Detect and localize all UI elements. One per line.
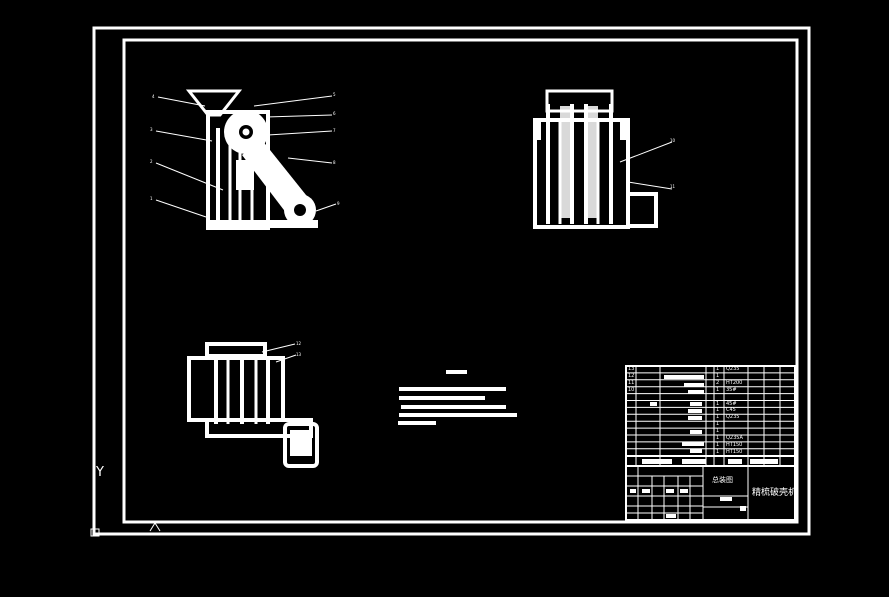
balloon-6: 6 — [333, 111, 336, 116]
tech-req-line — [399, 413, 517, 417]
title-block — [625, 465, 796, 521]
parts-list-cell-qty: 1 — [716, 441, 720, 448]
parts-list-cell-qty: 1 — [716, 372, 720, 379]
balloon-2: 2 — [150, 159, 153, 164]
balloon-7: 7 — [333, 128, 336, 133]
parts-list-cell-qty: 1 — [716, 407, 720, 414]
parts-list-cell-material: HT150 — [726, 441, 743, 448]
parts-list-table — [625, 365, 796, 467]
technical-requirements — [398, 370, 517, 425]
tech-req-line — [399, 387, 506, 391]
balloon-9: 9 — [337, 201, 340, 206]
balloon-8: 8 — [333, 160, 336, 165]
tech-req-line — [399, 396, 485, 400]
parts-list-cell-material: Q235 — [726, 414, 740, 421]
balloon-10: 10 — [670, 138, 676, 143]
parts-list-cell-qty: 1 — [716, 435, 720, 441]
parts-list-cell-no: 12 — [628, 372, 635, 379]
parts-list-cell-qty: 1 — [716, 421, 720, 428]
title-block-fill — [630, 489, 746, 518]
balloon-5: 5 — [333, 92, 336, 97]
parts-list-cell-qty: 1 — [716, 414, 720, 421]
parts-list-cell-material: 35# — [726, 386, 737, 393]
front-view — [185, 89, 318, 230]
front-view-leaders — [155, 95, 337, 218]
parts-list-cell-qty: 1 — [716, 428, 720, 435]
balloon-4: 4 — [152, 94, 155, 99]
parts-list-cell-no: 13 — [628, 366, 635, 372]
parts-list-fill — [642, 375, 778, 464]
outer-border — [92, 26, 811, 536]
view-label: 总装图 — [712, 476, 733, 484]
parts-list-cell-qty: 2 — [716, 379, 720, 386]
side-view — [533, 89, 658, 229]
balloon-11: 11 — [670, 184, 676, 189]
parts-list-cell-material: HT200 — [726, 379, 743, 386]
balloon-13: 13 — [296, 352, 302, 357]
ucs-y-label: Y — [96, 465, 104, 480]
tech-req-line — [401, 405, 506, 409]
parts-list-cell-qty: 1 — [716, 448, 720, 455]
plan-view — [187, 342, 319, 468]
parts-list-cell-material: C45 — [726, 407, 736, 414]
parts-list-cell-material: HT150 — [726, 448, 743, 455]
tech-req-line — [398, 421, 436, 425]
ucs-icon — [90, 522, 161, 537]
plan-view-leaders — [261, 343, 297, 363]
tech-req-title — [446, 370, 467, 374]
parts-list-cell-material: 45# — [726, 400, 737, 407]
parts-list-cell-no: 10 — [628, 386, 635, 393]
balloon-12: 12 — [296, 341, 302, 346]
balloon-1: 1 — [150, 196, 153, 201]
parts-list-cell-material: Q235A — [726, 435, 743, 441]
parts-list-cell-material: Q235 — [726, 366, 740, 372]
parts-list-cell-no: 11 — [628, 379, 635, 386]
balloon-3: 3 — [150, 127, 153, 132]
parts-list-cell-qty: 1 — [716, 366, 720, 372]
drawing-title: 精梳破壳机 — [752, 488, 798, 498]
inner-border — [122, 38, 799, 524]
side-view-leaders — [619, 141, 673, 190]
parts-list-cell-qty: 1 — [716, 400, 720, 407]
parts-list-cell-qty: 1 — [716, 386, 720, 393]
